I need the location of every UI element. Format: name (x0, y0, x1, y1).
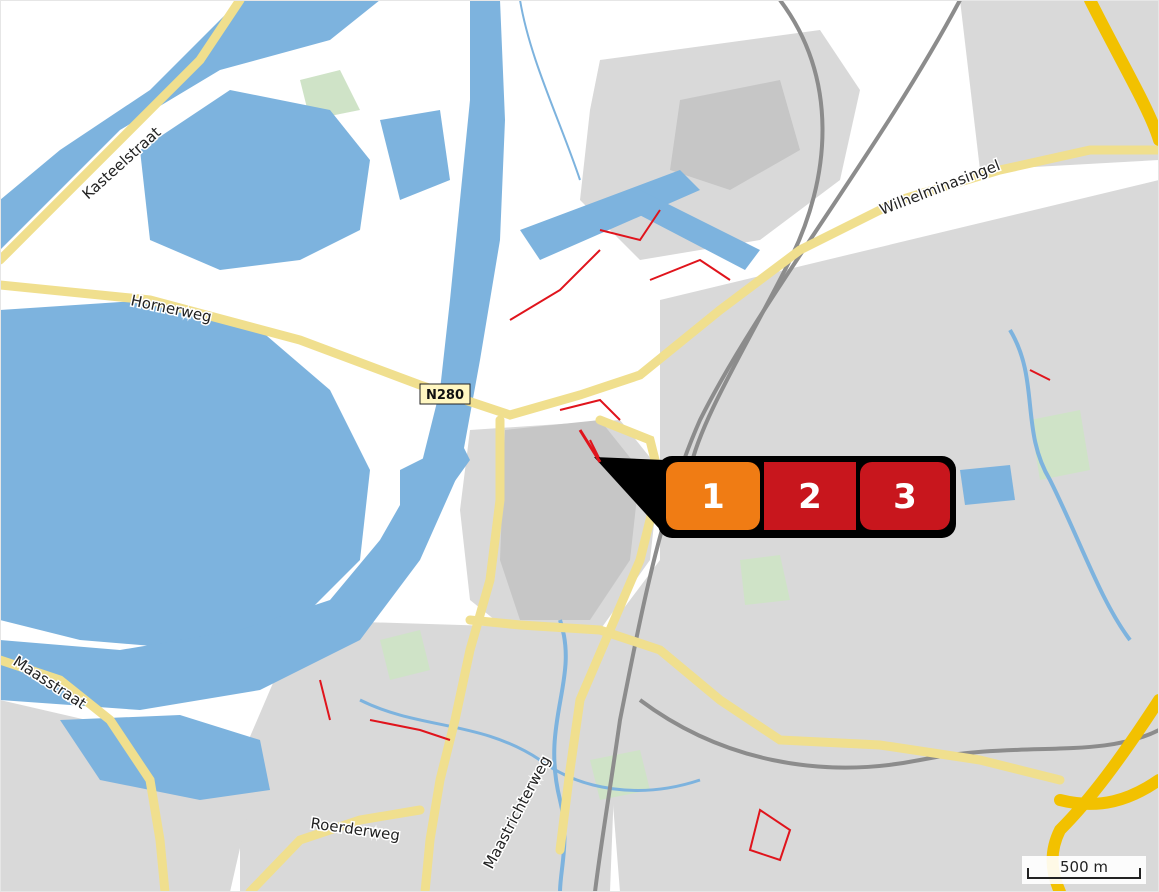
callout-item-2[interactable]: 2 (764, 462, 856, 530)
road-shield-n280: N280 (419, 383, 471, 405)
callout: 1 2 3 (578, 429, 956, 538)
green-areas (300, 70, 1090, 800)
callout-item-2-label: 2 (798, 477, 822, 517)
water (0, 0, 1132, 892)
road-shield-label: N280 (426, 388, 464, 403)
callout-item-3-label: 3 (893, 477, 917, 517)
callout-pointer (594, 457, 665, 535)
location-marker (578, 429, 602, 463)
scale-bar-label: 500 m (1060, 858, 1108, 876)
callout-item-3[interactable]: 3 (860, 462, 950, 530)
callout-item-2-bg (764, 462, 856, 530)
callout-item-3-bg (860, 462, 950, 530)
callout-item-1-bg (666, 462, 760, 530)
scale-bar: 500 m (1022, 856, 1146, 884)
city-center-blocks (500, 80, 800, 620)
callout-item-1[interactable]: 1 (666, 462, 760, 530)
scale-bar-line (1027, 868, 1141, 879)
callout-item-1-label: 1 (701, 477, 725, 517)
red-highlight-segments (319, 209, 1051, 862)
